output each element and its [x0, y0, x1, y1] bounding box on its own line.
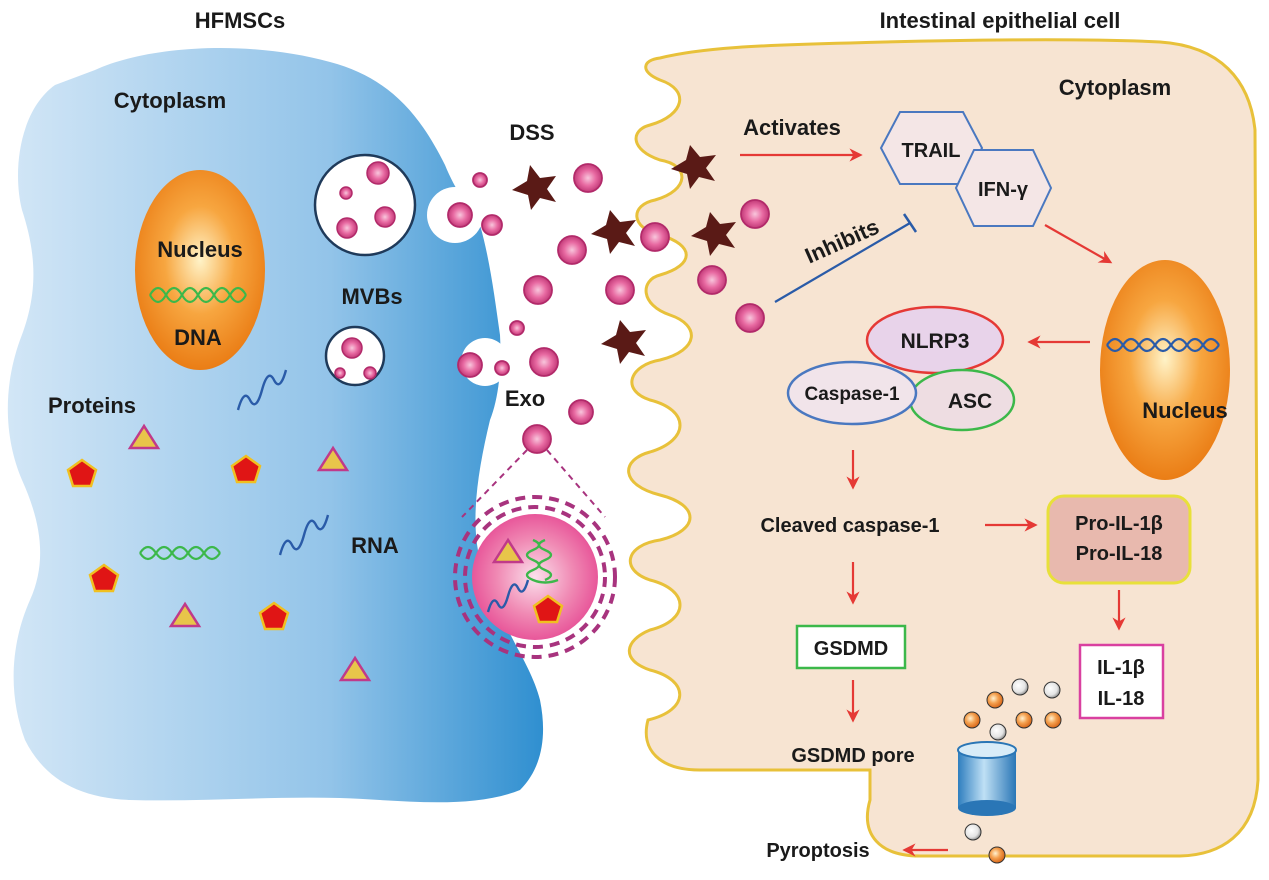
il-box — [1078, 643, 1165, 720]
dna-helix-icon — [1106, 337, 1220, 353]
cytokine-particle — [963, 678, 1062, 864]
epithelial-nucleus — [1100, 260, 1230, 480]
right-nucleus-label: Nucleus — [1142, 398, 1228, 423]
mvbs-label: MVBs — [341, 284, 402, 309]
il1b-label: IL-1β — [1097, 657, 1145, 679]
dna-helix-icon — [149, 286, 247, 304]
mvb-large — [313, 153, 417, 257]
pro-il18-label: Pro-IL-18 — [1076, 543, 1163, 565]
exosome-vesicle — [447, 163, 770, 454]
hfmsc-nucleus — [135, 170, 265, 370]
epithelial-title: Intestinal epithelial cell — [880, 8, 1121, 33]
pro-il1b-label: Pro-IL-1β — [1075, 513, 1163, 535]
activates-label: Activates — [743, 115, 841, 140]
dna-helix-icon — [139, 545, 221, 561]
rna-icon — [486, 579, 530, 613]
hfmsc-title: HFMSCs — [195, 8, 285, 33]
pyroptosis-label: Pyroptosis — [766, 840, 869, 862]
gsdmd-pore-label: GSDMD pore — [791, 745, 914, 767]
ifn-label: IFN-γ — [978, 179, 1029, 201]
exosome-enlarged-outer — [453, 495, 617, 659]
exosome-enlarged-inner — [463, 505, 607, 649]
trail-label: TRAIL — [902, 140, 961, 162]
dna-helix-icon — [537, 538, 553, 582]
ifn-hexagon — [954, 149, 1053, 227]
dna-helix-icon — [139, 545, 221, 561]
protein-pentagon-icon — [532, 594, 564, 624]
pro-il-box — [1046, 494, 1192, 585]
exosome-enlarged — [472, 514, 598, 640]
dss-star-icon — [512, 145, 736, 364]
caspase1-label: Caspase-1 — [804, 384, 899, 405]
protein-triangle-icon — [127, 423, 372, 682]
proteins-label: Proteins — [48, 393, 136, 418]
inhibits-bar — [902, 213, 918, 233]
rna-icon — [236, 369, 288, 411]
protein-triangle-icon — [491, 537, 525, 564]
protein-pentagon-icon — [66, 454, 290, 631]
dna-label: DNA — [174, 325, 222, 350]
caspase1-ellipse — [786, 360, 918, 426]
gsdmd-pore-icon — [957, 741, 1017, 816]
inhibits-line — [774, 222, 911, 303]
dna-helix-icon — [1106, 337, 1220, 353]
exo-label: Exo — [505, 386, 545, 411]
right-cytoplasm-label: Cytoplasm — [1059, 75, 1171, 100]
il18-label: IL-18 — [1098, 688, 1145, 710]
rna-icon — [278, 514, 330, 556]
cleaved-caspase-label: Cleaved caspase-1 — [760, 515, 939, 537]
left-nucleus-label: Nucleus — [157, 237, 243, 262]
gsdmd-box — [795, 624, 907, 670]
left-cytoplasm-label: Cytoplasm — [114, 88, 226, 113]
hfmsc-cell-body — [7, 48, 544, 803]
ifn-to-nucleus-arrow — [1044, 224, 1113, 264]
gsdmd-label: GSDMD — [814, 638, 888, 660]
rna-label: RNA — [351, 533, 399, 558]
dss-label: DSS — [509, 120, 554, 145]
nlrp3-label: NLRP3 — [901, 330, 970, 353]
asc-label: ASC — [948, 390, 992, 413]
